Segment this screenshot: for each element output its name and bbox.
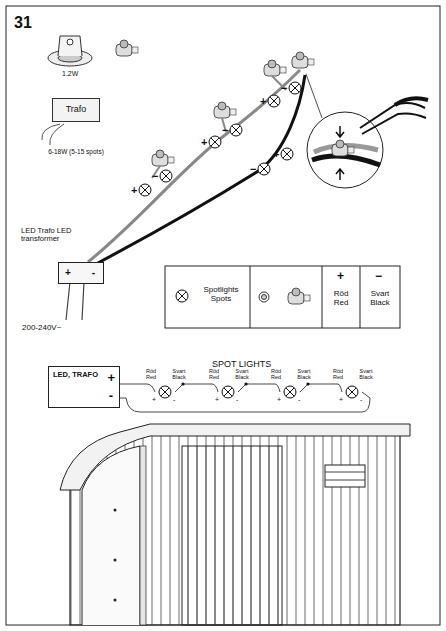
polarity: + <box>273 148 279 160</box>
wire-color: Röd Red <box>268 368 284 380</box>
wattage: 1.2W <box>62 70 78 78</box>
polarity: + <box>131 184 137 196</box>
node-text: Trafo <box>66 105 87 115</box>
node-text: LED Trafo LED transformer <box>21 227 101 244</box>
transformer-box: LED, TRAFO + - <box>48 366 120 408</box>
wire-color: Svart Black <box>170 368 188 380</box>
wire-color: Svart Black <box>357 368 375 380</box>
polarity: - <box>298 396 300 404</box>
node-text: - <box>109 389 113 403</box>
trafo-icon: Trafo <box>52 98 100 122</box>
wire-color: Röd Red <box>206 368 222 380</box>
legend-heading: + <box>337 270 344 283</box>
node-text: LED, TRAFO <box>53 371 98 379</box>
legend-text: Spotlights Spots <box>196 286 246 304</box>
node-text: + <box>107 371 115 385</box>
node-text: - <box>92 267 95 278</box>
legend-text: Röd Red <box>326 290 356 308</box>
node-text: + <box>65 267 71 278</box>
polarity: - <box>360 396 362 404</box>
wire-color: Svart Black <box>233 368 251 380</box>
legend-heading: − <box>375 270 382 283</box>
polarity: + <box>201 136 207 148</box>
wire-color: Röd Red <box>143 368 159 380</box>
polarity: - <box>173 396 175 404</box>
led-transformer: LED Trafo LED transformer+- <box>58 262 104 284</box>
step-number: 31 <box>14 14 32 32</box>
wire-color: Röd Red <box>330 368 346 380</box>
polarity: + <box>152 396 156 404</box>
legend-text: Svart Black <box>363 290 397 308</box>
polarity: − <box>222 124 228 136</box>
polarity: + <box>277 396 281 404</box>
polarity: + <box>215 396 219 404</box>
polarity: − <box>152 170 158 182</box>
polarity: + <box>339 396 343 404</box>
polarity: − <box>250 163 256 175</box>
wire-color: Svart Black <box>295 368 313 380</box>
voltage: 200-240V~ <box>22 324 61 333</box>
polarity: - <box>236 396 238 404</box>
trafo-rating: 6-18W (5-15 spots) <box>46 148 106 155</box>
polarity: − <box>281 82 287 94</box>
polarity: + <box>260 95 266 107</box>
